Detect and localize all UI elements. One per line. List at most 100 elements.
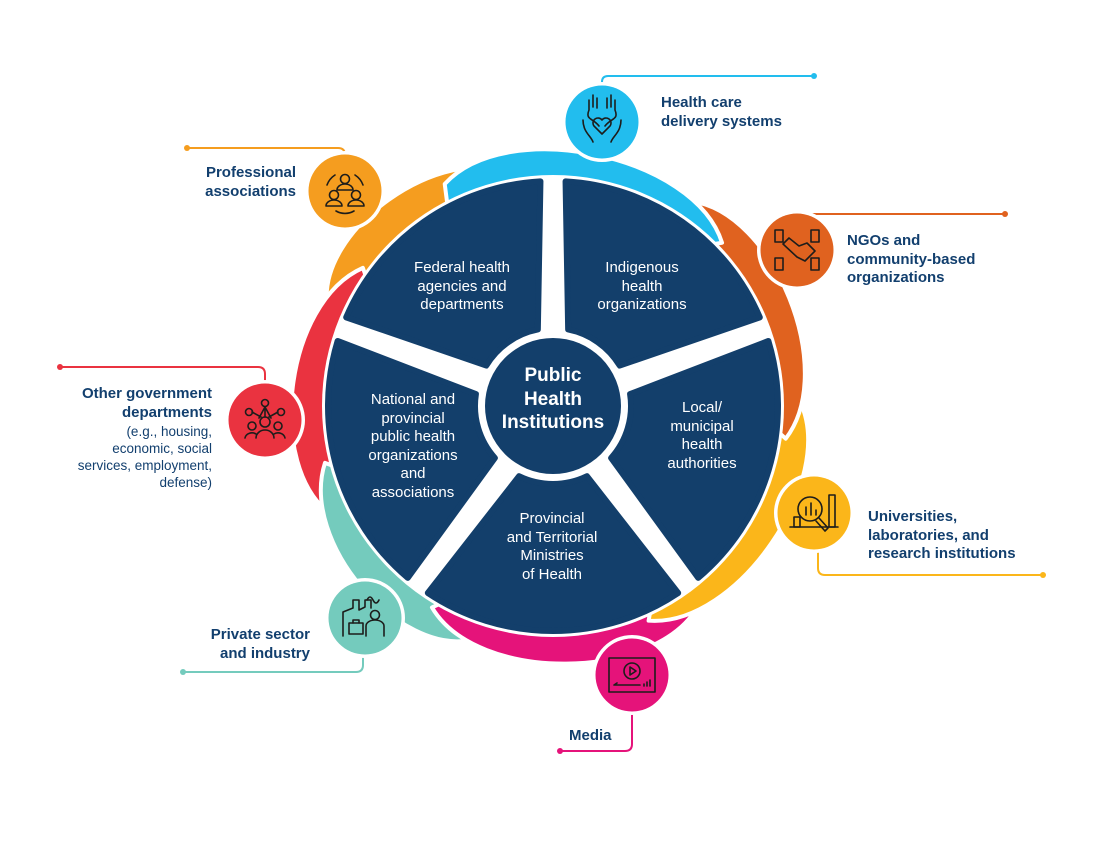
person-body (244, 432, 257, 439)
label-line: Universities, (868, 508, 958, 525)
connector-dot-ngos (1002, 211, 1008, 217)
connector-dot-media (557, 748, 563, 754)
segment-national: National and provincial public health or… (346, 391, 480, 502)
person-head (259, 416, 271, 428)
navy-disk (322, 175, 784, 637)
segment-line: of Health (521, 565, 583, 583)
segment-line: departments (420, 296, 504, 313)
connector-professional (187, 147, 346, 156)
person-head (247, 421, 257, 431)
bar (828, 494, 836, 528)
handshake-group-icon (774, 229, 820, 271)
magnifier-chart-icon (789, 494, 839, 532)
segment-line: organizations (597, 296, 687, 313)
bar (793, 516, 801, 528)
handshake-icon (782, 237, 816, 262)
connector-media (560, 712, 633, 752)
caring-hands-icon (582, 94, 622, 143)
segment-shape-federal (343, 178, 544, 369)
play-triangle (629, 666, 637, 676)
label-line: Other government (81, 385, 212, 402)
icon-badge-ngos (757, 210, 837, 290)
icon-badge-government (225, 380, 305, 460)
factory-icon (342, 599, 372, 637)
segment-line: and Territorial (506, 528, 598, 546)
connector-private (183, 655, 364, 673)
briefcase (348, 622, 364, 635)
icon-badge-professional (305, 151, 385, 231)
segment-line: municipal (670, 417, 734, 435)
segment-line: health (621, 277, 663, 295)
label-sub-line: defense) (159, 475, 212, 490)
worker-body (365, 619, 385, 637)
connector-dot-private (180, 669, 186, 675)
center-circle (485, 338, 621, 474)
connector-ngos (796, 213, 1005, 221)
label-sub-line: economic, social (112, 441, 212, 456)
heart-icon (592, 117, 612, 135)
people-circle-icon (325, 173, 365, 215)
segment-shape-local (608, 337, 781, 581)
person-head (273, 421, 283, 431)
icon-badge-private (325, 578, 405, 658)
icon-badge-fill (595, 638, 669, 712)
segment-line: provincial (381, 409, 445, 427)
segment-line: Indigenous (605, 259, 679, 276)
person-body (325, 199, 343, 207)
bars-in-lens (805, 502, 817, 516)
connector-dot-government (57, 364, 63, 370)
circle-arrows (326, 174, 364, 215)
cuff (774, 229, 784, 243)
label-line: organizations (847, 269, 945, 286)
stakeholder-label-ngos: NGOs and community-based organizations (847, 232, 975, 288)
icon-badge-fill (228, 383, 302, 457)
video-player-icon (608, 657, 656, 693)
screen (608, 657, 656, 693)
briefcase-handle (352, 619, 360, 624)
label-line: Private sector (210, 626, 310, 643)
stakeholder-label-government: Other government departments (e.g., hous… (78, 385, 212, 491)
stakeholder-label-media: Media (569, 727, 612, 746)
label-sub-line: (e.g., housing, (126, 424, 212, 439)
segment-line: Federal health (414, 259, 510, 276)
label-line: Health care (661, 94, 742, 111)
segment-line: Ministries (520, 547, 584, 564)
segment-line: National and (370, 391, 456, 408)
smoke (366, 596, 380, 604)
segment-line: agencies and (417, 277, 507, 295)
segment-local: Local/ municipal health authorities (640, 399, 764, 473)
segment-shape-indigenous (562, 178, 763, 369)
segment-line: and (400, 465, 426, 482)
center-title: Public Health Institutions (478, 364, 628, 435)
connector-dot-professional (184, 145, 190, 151)
icon-badge-media (592, 635, 672, 715)
segment-line: public health (370, 428, 456, 445)
label-line: laboratories, and (868, 526, 989, 544)
icon-badge-health-care (562, 82, 642, 162)
person-body (336, 183, 354, 191)
stakeholder-label-professional: Professional associations (205, 164, 296, 201)
cuff (810, 257, 820, 271)
stakeholder-label-private: Private sector and industry (211, 626, 310, 663)
segment-shape-provincial (424, 473, 682, 634)
segment-line: authorities (667, 454, 737, 472)
icon-badge-fill (308, 154, 382, 228)
connector-health-care (601, 75, 814, 85)
segment-indigenous: Indigenous health organizations (560, 259, 724, 315)
connector-dot-health-care (811, 73, 817, 79)
segment-line: Provincial (519, 510, 585, 527)
icon-badge-fill (328, 581, 402, 655)
network-lines (251, 406, 279, 419)
label-line: departments (121, 403, 212, 421)
factory-worker-icon (342, 596, 385, 637)
center-title-line: Health (523, 388, 583, 410)
icon-badge-fill (777, 476, 851, 550)
segment-line: organizations (368, 446, 458, 464)
stakeholder-label-health-care: Health care delivery systems (661, 94, 782, 131)
segment-line: health (681, 436, 723, 453)
connector-government (60, 366, 266, 383)
label-line: associations (205, 182, 296, 200)
segment-shape-national (325, 337, 498, 581)
connector-universities (817, 550, 1043, 576)
stakeholder-label-universities: Universities, laboratories, and research… (868, 508, 1016, 564)
